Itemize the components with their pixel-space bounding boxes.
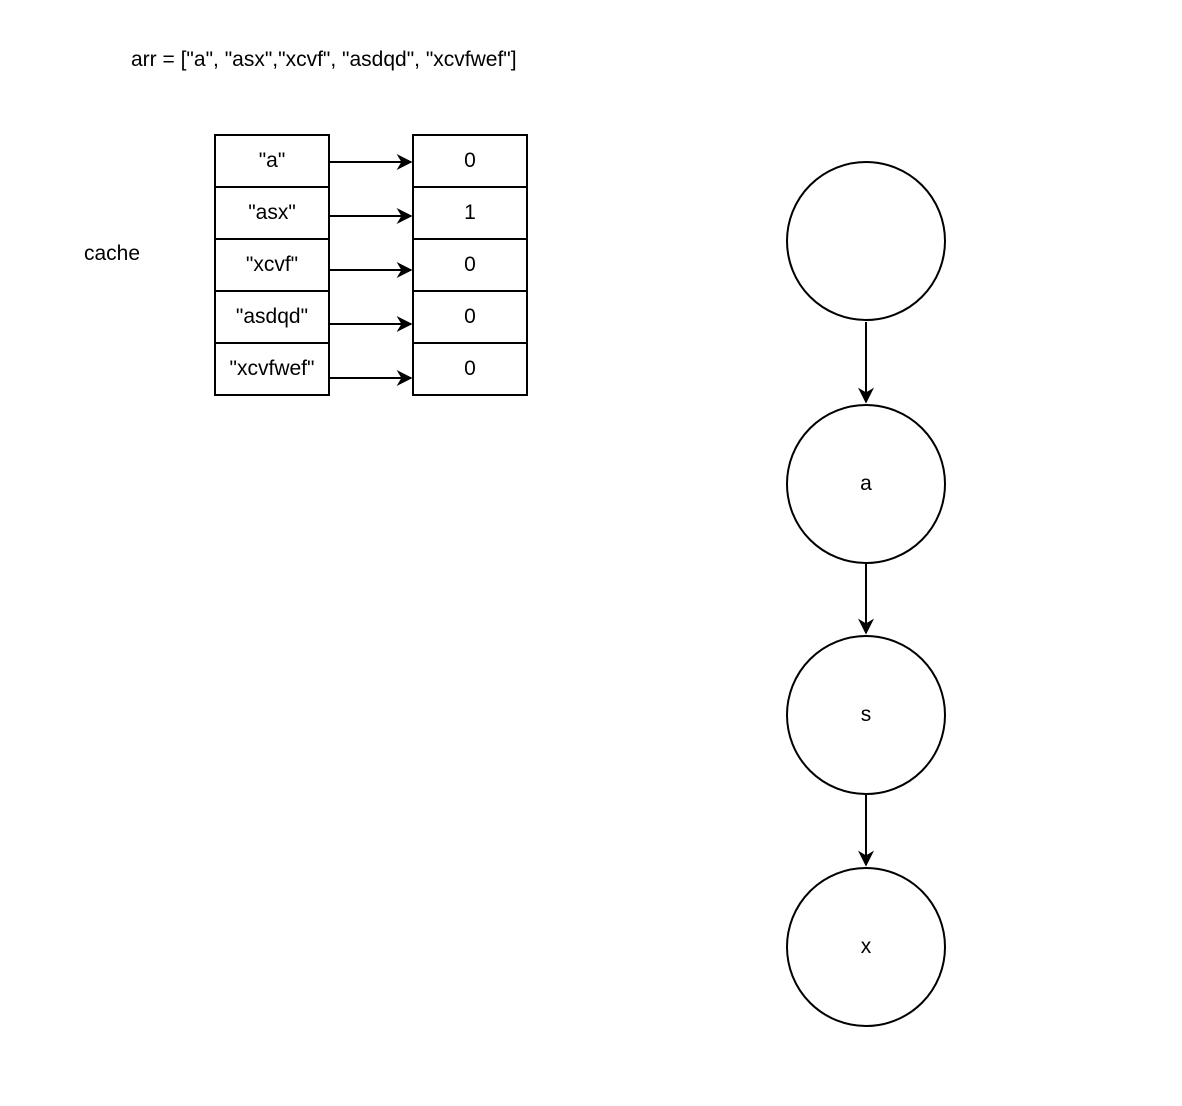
cache-value-cell: 0	[412, 238, 528, 292]
cache-key-cell: "xcvf"	[214, 238, 330, 292]
cache-value-cell: 1	[412, 186, 528, 240]
array-definition: arr = ["a", "asx","xcvf", "asdqd", "xcvf…	[131, 48, 517, 71]
cache-value-cell: 0	[412, 290, 528, 344]
cache-key-cell: "xcvfwef"	[214, 342, 330, 396]
cache-key-cell: "asx"	[214, 186, 330, 240]
cache-values-column: 0 1 0 0 0	[412, 134, 528, 396]
cache-value-cell: 0	[412, 134, 528, 188]
cache-key-cell: "asdqd"	[214, 290, 330, 344]
trie-node-a: a	[786, 404, 946, 564]
cache-keys-column: "a" "asx" "xcvf" "asdqd" "xcvfwef"	[214, 134, 330, 396]
trie-node-s: s	[786, 635, 946, 795]
trie-root-node	[786, 161, 946, 321]
cache-label: cache	[84, 242, 141, 265]
trie-node-x: x	[786, 867, 946, 1027]
cache-key-cell: "a"	[214, 134, 330, 188]
cache-value-cell: 0	[412, 342, 528, 396]
